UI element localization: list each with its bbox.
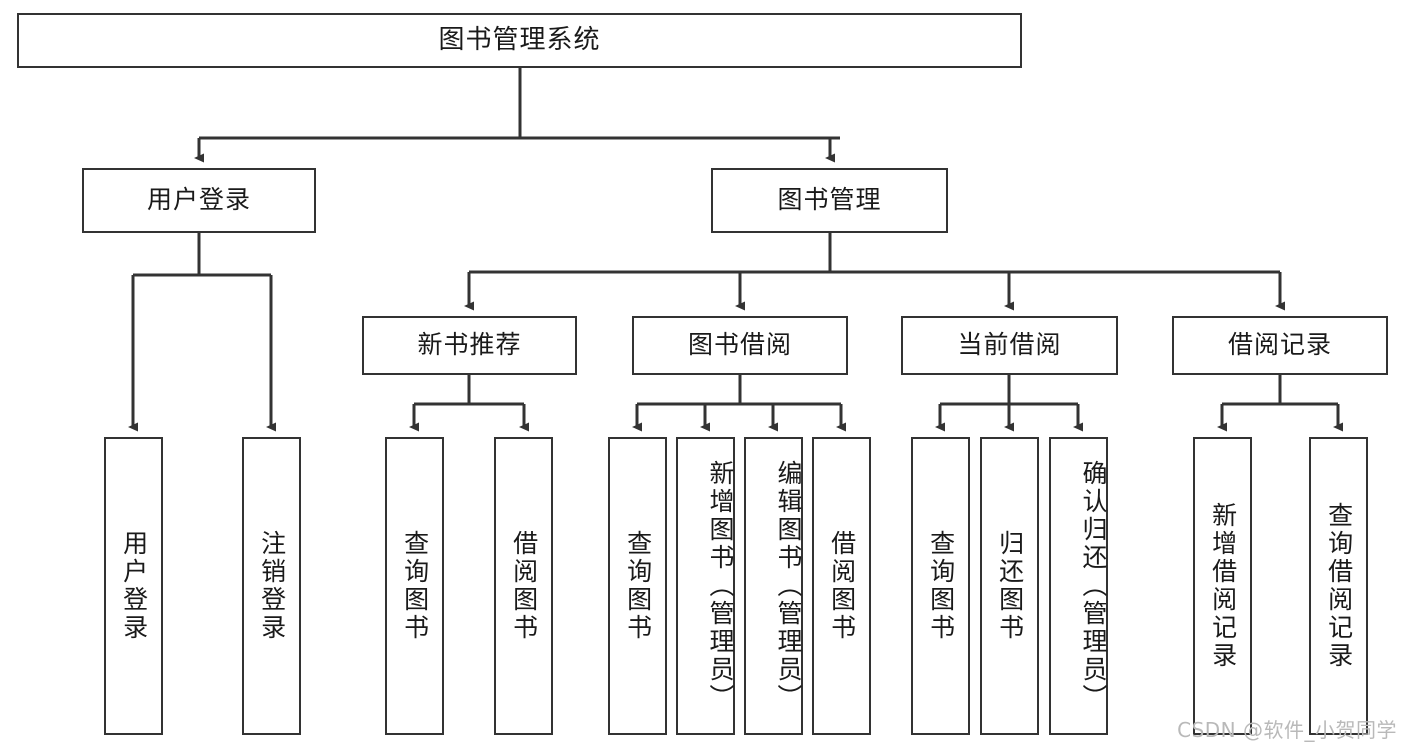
node-book-borrow[interactable]: 图书借阅 xyxy=(632,316,848,375)
node-book-management[interactable]: 图书管理 xyxy=(711,168,948,233)
leaf-new-book-query[interactable]: 查询图书 xyxy=(385,437,444,735)
leaf-current-borrow-return[interactable]: 归还图书 xyxy=(980,437,1039,735)
leaf-book-borrow-add[interactable]: 新增图书（管理员） xyxy=(676,437,735,735)
leaf-current-borrow-query[interactable]: 查询图书 xyxy=(911,437,970,735)
node-new-book-recommend[interactable]: 新书推荐 xyxy=(362,316,577,375)
node-root-system[interactable]: 图书管理系统 xyxy=(17,13,1022,68)
node-user-login[interactable]: 用户登录 xyxy=(82,168,316,233)
leaf-user-login-signout[interactable]: 注销登录 xyxy=(242,437,301,735)
leaf-new-book-borrow[interactable]: 借阅图书 xyxy=(494,437,553,735)
leaf-book-borrow-edit[interactable]: 编辑图书（管理员） xyxy=(744,437,803,735)
leaf-borrow-record-add[interactable]: 新增借阅记录 xyxy=(1193,437,1252,735)
leaf-book-borrow-query[interactable]: 查询图书 xyxy=(608,437,667,735)
leaf-user-login-signin[interactable]: 用户登录 xyxy=(104,437,163,735)
node-borrow-record[interactable]: 借阅记录 xyxy=(1172,316,1388,375)
node-current-borrow[interactable]: 当前借阅 xyxy=(901,316,1118,375)
leaf-current-borrow-confirm-return[interactable]: 确认归还（管理员） xyxy=(1049,437,1108,735)
leaf-borrow-record-query[interactable]: 查询借阅记录 xyxy=(1309,437,1368,735)
leaf-book-borrow-lend[interactable]: 借阅图书 xyxy=(812,437,871,735)
